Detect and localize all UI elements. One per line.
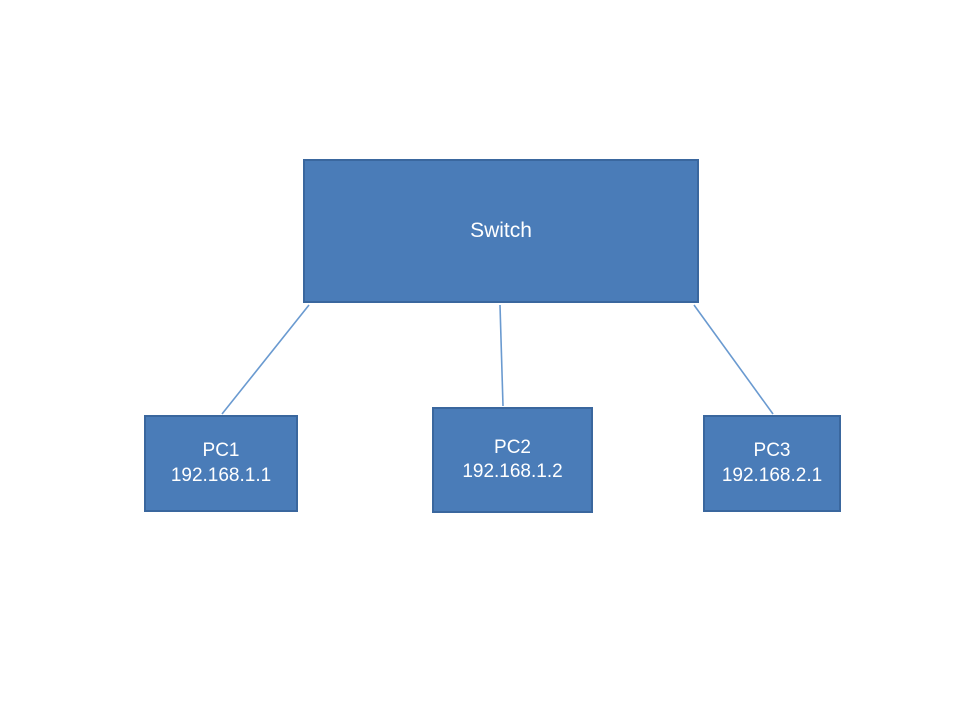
node-switch[interactable]: Switch xyxy=(303,159,699,303)
link-switch-pc2 xyxy=(499,304,504,407)
node-pc3-address: 192.168.2.1 xyxy=(721,464,823,486)
node-pc1-address: 192.168.1.1 xyxy=(170,464,272,486)
node-pc2-label: PC2 xyxy=(494,436,531,458)
node-pc3-label: PC3 xyxy=(753,440,791,462)
node-switch-label: Switch xyxy=(470,218,532,242)
link-switch-pc3 xyxy=(693,304,774,415)
node-pc2-address: 192.168.1.2 xyxy=(462,461,563,482)
node-pc1[interactable]: PC1 192.168.1.1 xyxy=(144,415,298,512)
link-switch-pc1 xyxy=(221,304,310,415)
node-pc1-label: PC1 xyxy=(202,440,240,462)
node-pc3[interactable]: PC3 192.168.2.1 xyxy=(703,415,841,512)
node-pc2[interactable]: PC2 192.168.1.2 xyxy=(432,407,593,513)
